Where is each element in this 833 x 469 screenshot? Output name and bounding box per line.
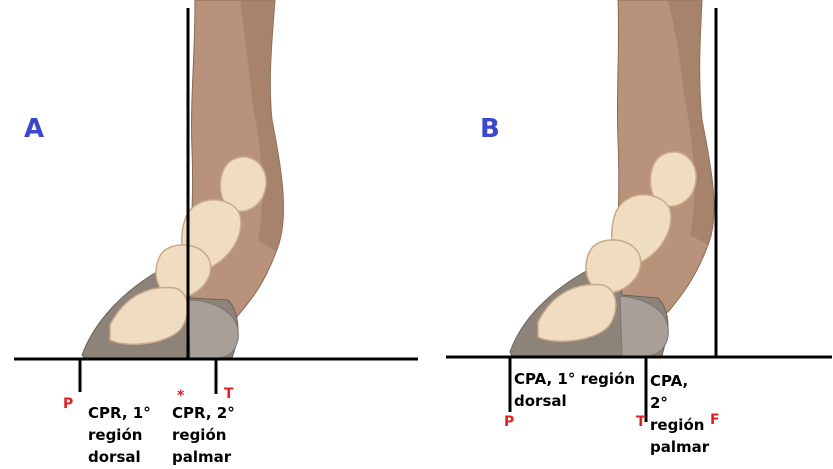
label-right-b-line1: CPA, — [650, 370, 709, 392]
label-right-a-line1: CPR, 2° — [172, 402, 235, 424]
label-right-b-line3: región — [650, 414, 709, 436]
panel-letter-a: A — [24, 114, 44, 144]
label-left-b: CPA, 1° región dorsal — [514, 368, 635, 412]
hoof-illustration-b — [440, 0, 833, 469]
marker-p-a: P — [63, 396, 73, 412]
panel-a: A P * T CPR, 1° región dorsal CPR, 2° re… — [0, 0, 420, 469]
marker-p-b: P — [504, 414, 514, 430]
label-right-b-line2: 2° — [650, 392, 709, 414]
label-left-b-line2: dorsal — [514, 390, 635, 412]
label-right-b-line4: palmar — [650, 436, 709, 458]
label-left-a-line2: región — [88, 424, 151, 446]
panel-letter-b: B — [480, 114, 500, 144]
marker-f-b: F — [710, 412, 720, 428]
marker-t-a: T — [224, 386, 234, 402]
label-right-a-line3: palmar — [172, 446, 235, 468]
label-right-a-line2: región — [172, 424, 235, 446]
label-left-a: CPR, 1° región dorsal — [88, 402, 151, 468]
label-left-a-line3: dorsal — [88, 446, 151, 468]
label-left-b-line1: CPA, 1° región — [514, 368, 635, 390]
label-right-b: CPA, 2° región palmar — [650, 370, 709, 458]
marker-t-b: T — [636, 414, 646, 430]
panel-b: B P T F CPA, 1° región dorsal CPA, 2° re… — [440, 0, 833, 469]
label-left-a-line1: CPR, 1° — [88, 402, 151, 424]
label-right-a: CPR, 2° región palmar — [172, 402, 235, 468]
